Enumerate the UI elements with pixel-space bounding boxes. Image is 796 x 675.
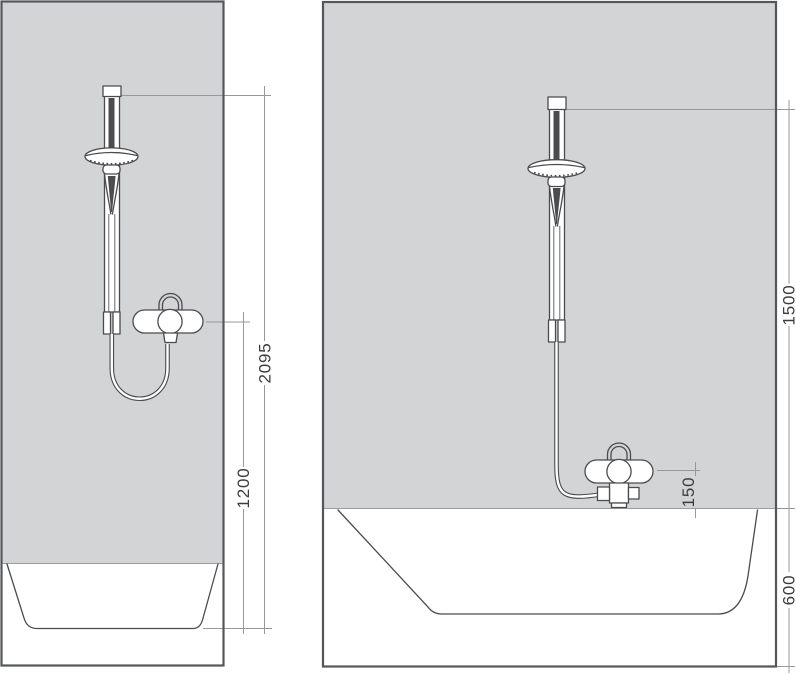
shower-mixer [132,292,204,344]
wall-bar-left [84,85,139,335]
head-seam [528,163,585,169]
shower-extension-lines [121,95,272,629]
bar-end-right-foot [112,311,121,335]
shower-panel: 2095 1200 [0,0,275,667]
bathtub-panel-border [321,0,778,668]
bathtub-dimensions: 1500 150 600 [679,100,796,673]
hand-shower-shaft-dark [108,98,115,149]
shower-tray [6,563,219,630]
hand-shower-head [84,147,139,166]
shower-panel-border [0,0,225,667]
dim-label-mixer-height: 1200 [234,467,253,508]
dim-label-bar-above-rim: 1500 [780,284,796,325]
hand-shower-head [527,159,586,178]
mixer-side-port [627,486,640,500]
head-seam [85,151,138,157]
bar-end-right-foot [557,319,566,343]
hand-shower-shaft-dark [553,111,560,162]
bathtub-panel: 1500 150 600 [321,0,796,673]
shower-dimensions: 2095 1200 [234,86,275,634]
bathtub-basin [337,509,759,615]
handle-taper-left [103,173,112,215]
wall-bar-top-cap [547,96,567,111]
shower-hose-left [109,334,170,402]
handle-taper-shadow [107,176,116,212]
mixer-valve-body [608,482,630,504]
head-collar [547,176,566,188]
bath-mixer [584,442,654,509]
handle-taper-right [111,173,120,215]
dim-label-rim-height: 600 [780,575,796,606]
bathtub-extension-lines [566,109,795,667]
wall-bar-top-cap [102,85,122,98]
dim-label-total-height: 2095 [256,342,275,383]
wall-bar-right [527,96,586,343]
shower-hose-right [554,342,602,499]
bar-end-left-foot [547,319,557,343]
handle-taper-left [548,185,557,227]
handle-taper-shadow [552,188,561,224]
head-collar [102,164,121,175]
bar-end-left-foot [102,311,112,335]
dim-label-mixer-above-rim: 150 [679,477,698,508]
mixer-bottom-cap [610,502,628,509]
spray-nozzles [89,159,134,165]
mixer-knob [157,308,183,335]
mixer-hose-connector [162,332,179,344]
mixer-hose-port [596,486,611,502]
mixer-knob [606,458,632,485]
handle-taper-right [556,185,565,227]
